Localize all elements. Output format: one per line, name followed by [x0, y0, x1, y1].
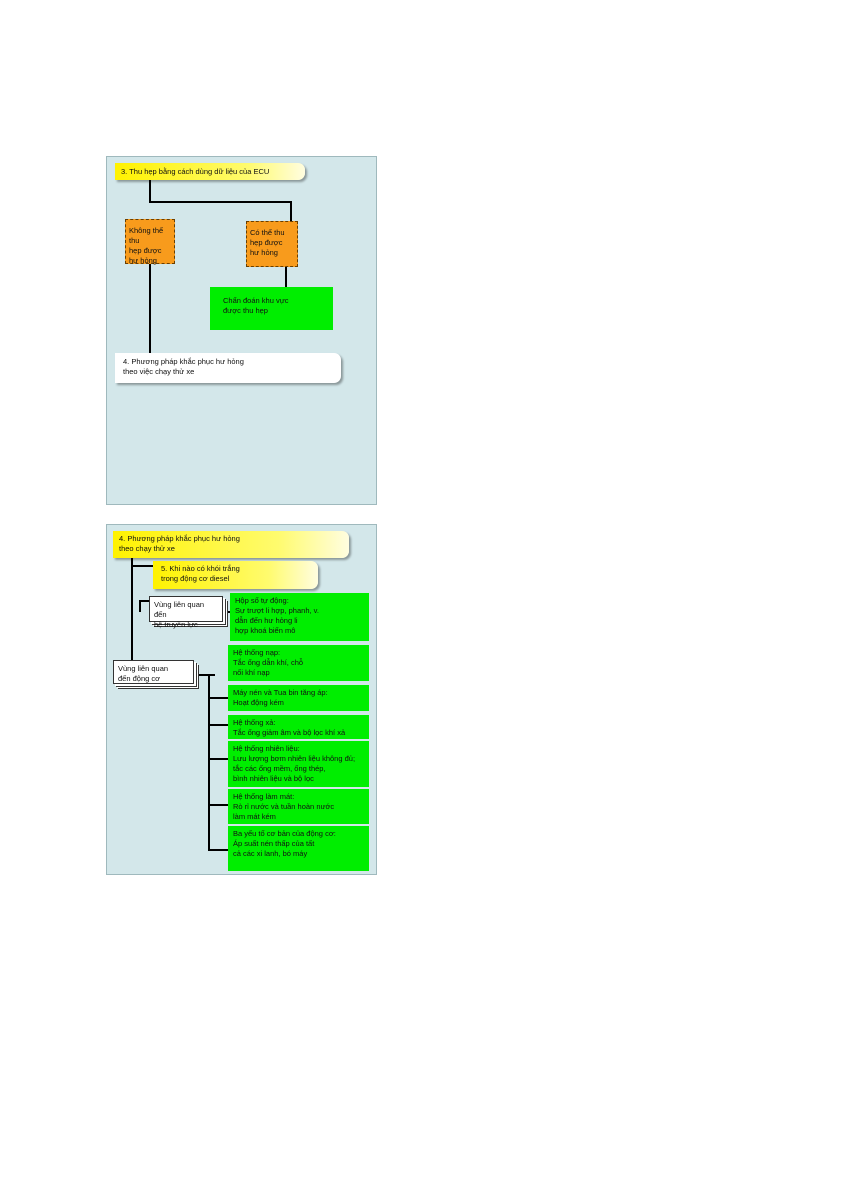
connector-line: [193, 674, 215, 676]
connector-line: [208, 804, 228, 806]
connector-line: [285, 267, 287, 289]
connector-line: [208, 758, 228, 760]
connector-line: [208, 724, 228, 726]
step3-title-box: 3. Thu hẹp bằng cách dùng dữ liệu của EC…: [115, 163, 305, 180]
engine-area-box: Vùng liên quan đến động cơ: [113, 660, 194, 684]
connector-line: [208, 674, 210, 850]
transmission-box: Hộp số tự động: Sự trượt li hợp, phanh, …: [230, 593, 369, 641]
connector-line: [139, 600, 153, 602]
connector-line: [290, 201, 292, 221]
connector-line: [139, 600, 141, 612]
compressor-box: Máy nén và Tua bin tăng áp: Hoạt động ké…: [228, 685, 369, 711]
intake-box: Hệ thống nạp: Tắc ống dẫn khí, chỗ nối k…: [228, 645, 369, 681]
connector-line: [221, 611, 233, 613]
step4-method-box: 4. Phương pháp khắc phục hư hỏng theo vi…: [115, 353, 341, 383]
connector-line: [131, 557, 133, 663]
connector-line: [208, 849, 228, 851]
connector-line: [149, 179, 151, 203]
connector-line: [149, 263, 151, 357]
connector-line: [131, 565, 153, 567]
cooling-system-box: Hệ thống làm mát: Rò rỉ nước và tuần hoà…: [228, 789, 369, 824]
diagnose-area-box: Chẩn đoán khu vực được thu hẹp: [210, 287, 333, 330]
slide-narrow-down-ecu: 3. Thu hẹp bằng cách dùng dữ liệu của EC…: [106, 156, 377, 505]
connector-line: [208, 697, 228, 699]
step5-title-box: 5. Khi nào có khói trắng trong động cơ d…: [153, 561, 318, 589]
cannot-narrow-box: Không thể thu hẹp được hư hỏng: [125, 219, 175, 265]
drivetrain-area-box: Vùng liên quan đến hệ truyền lực: [149, 596, 223, 629]
engine-basics-box: Ba yếu tố cơ bản của động cơ: Áp suất né…: [228, 826, 369, 871]
fuel-system-box: Hệ thống nhiên liệu: Lưu lượng bơm nhiên…: [228, 741, 369, 787]
step4-title-box: 4. Phương pháp khắc phục hư hỏng theo ch…: [113, 531, 349, 558]
step3-title: 3. Thu hẹp bằng cách dùng dữ liệu của EC…: [121, 167, 270, 176]
connector-line: [149, 201, 292, 203]
slide-white-smoke-diesel: 4. Phương pháp khắc phục hư hỏng theo ch…: [106, 524, 377, 875]
can-narrow-box: Có thể thu hẹp được hư hỏng: [246, 221, 298, 267]
exhaust-box: Hệ thống xả: Tắc ống giảm âm và bộ lọc k…: [228, 715, 369, 739]
